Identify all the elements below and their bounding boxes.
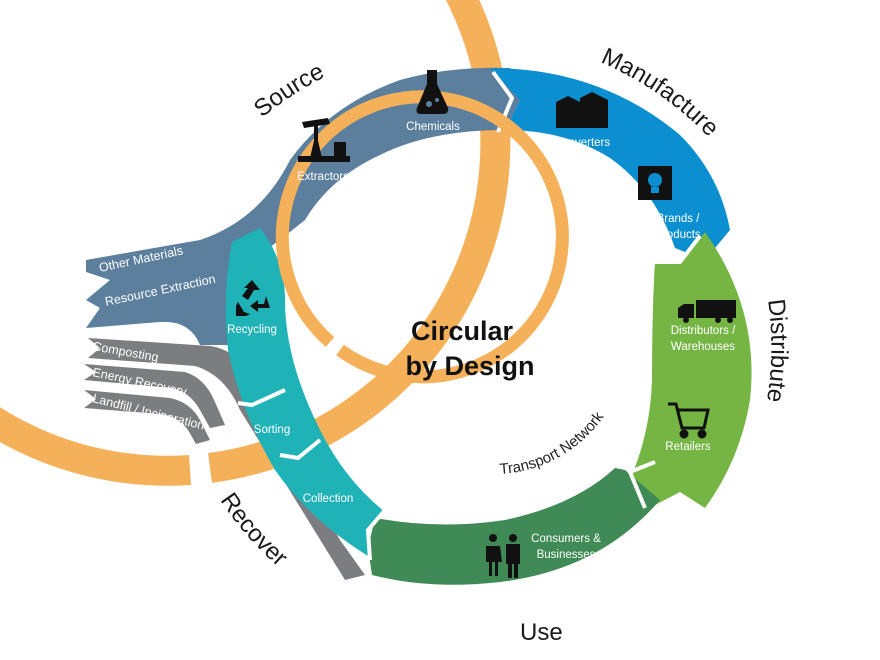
node-collection: Collection [303,493,354,505]
node-sorting: Sorting [254,424,290,436]
flask-icon [416,70,449,114]
shopping-cart-icon [668,402,710,439]
manufacture-band [490,68,730,260]
outer-ring [0,0,511,486]
people-icon [486,534,520,578]
stage-use: Use [520,619,563,646]
node-distributors-line1: Distributors / [671,325,736,337]
truck-icon [678,300,736,323]
stage-source: Source [249,58,328,123]
node-brands-line1: Brands / [657,213,701,225]
stage-recover: Recover [215,488,293,572]
node-retailers: Retailers [665,441,711,453]
center-title-line1: Circular [411,316,514,346]
factory-icon [556,92,608,128]
node-brands-line2: Products [655,229,701,241]
node-recycling: Recycling [227,324,277,336]
node-converters: Converters [554,137,610,149]
node-chemicals: Chemicals [406,121,460,133]
recycle-icon [236,280,270,316]
transport-network-label: Transport Network [499,408,608,478]
output-flows [84,338,365,580]
source-band [86,67,520,345]
center-title-line2: by Design [405,351,534,381]
lightbulb-icon [638,166,672,200]
node-distributors-line2: Warehouses [671,341,735,353]
oil-pump-icon [298,118,350,162]
node-consumers-line2: Businesses [537,549,596,561]
transport-ring [275,90,569,384]
node-consumers-line1: Consumers & [531,533,601,545]
stage-distribute: Distribute [761,298,792,405]
node-extractors: Extractors [297,171,349,183]
use-band [368,468,660,585]
recover-band [225,228,385,556]
